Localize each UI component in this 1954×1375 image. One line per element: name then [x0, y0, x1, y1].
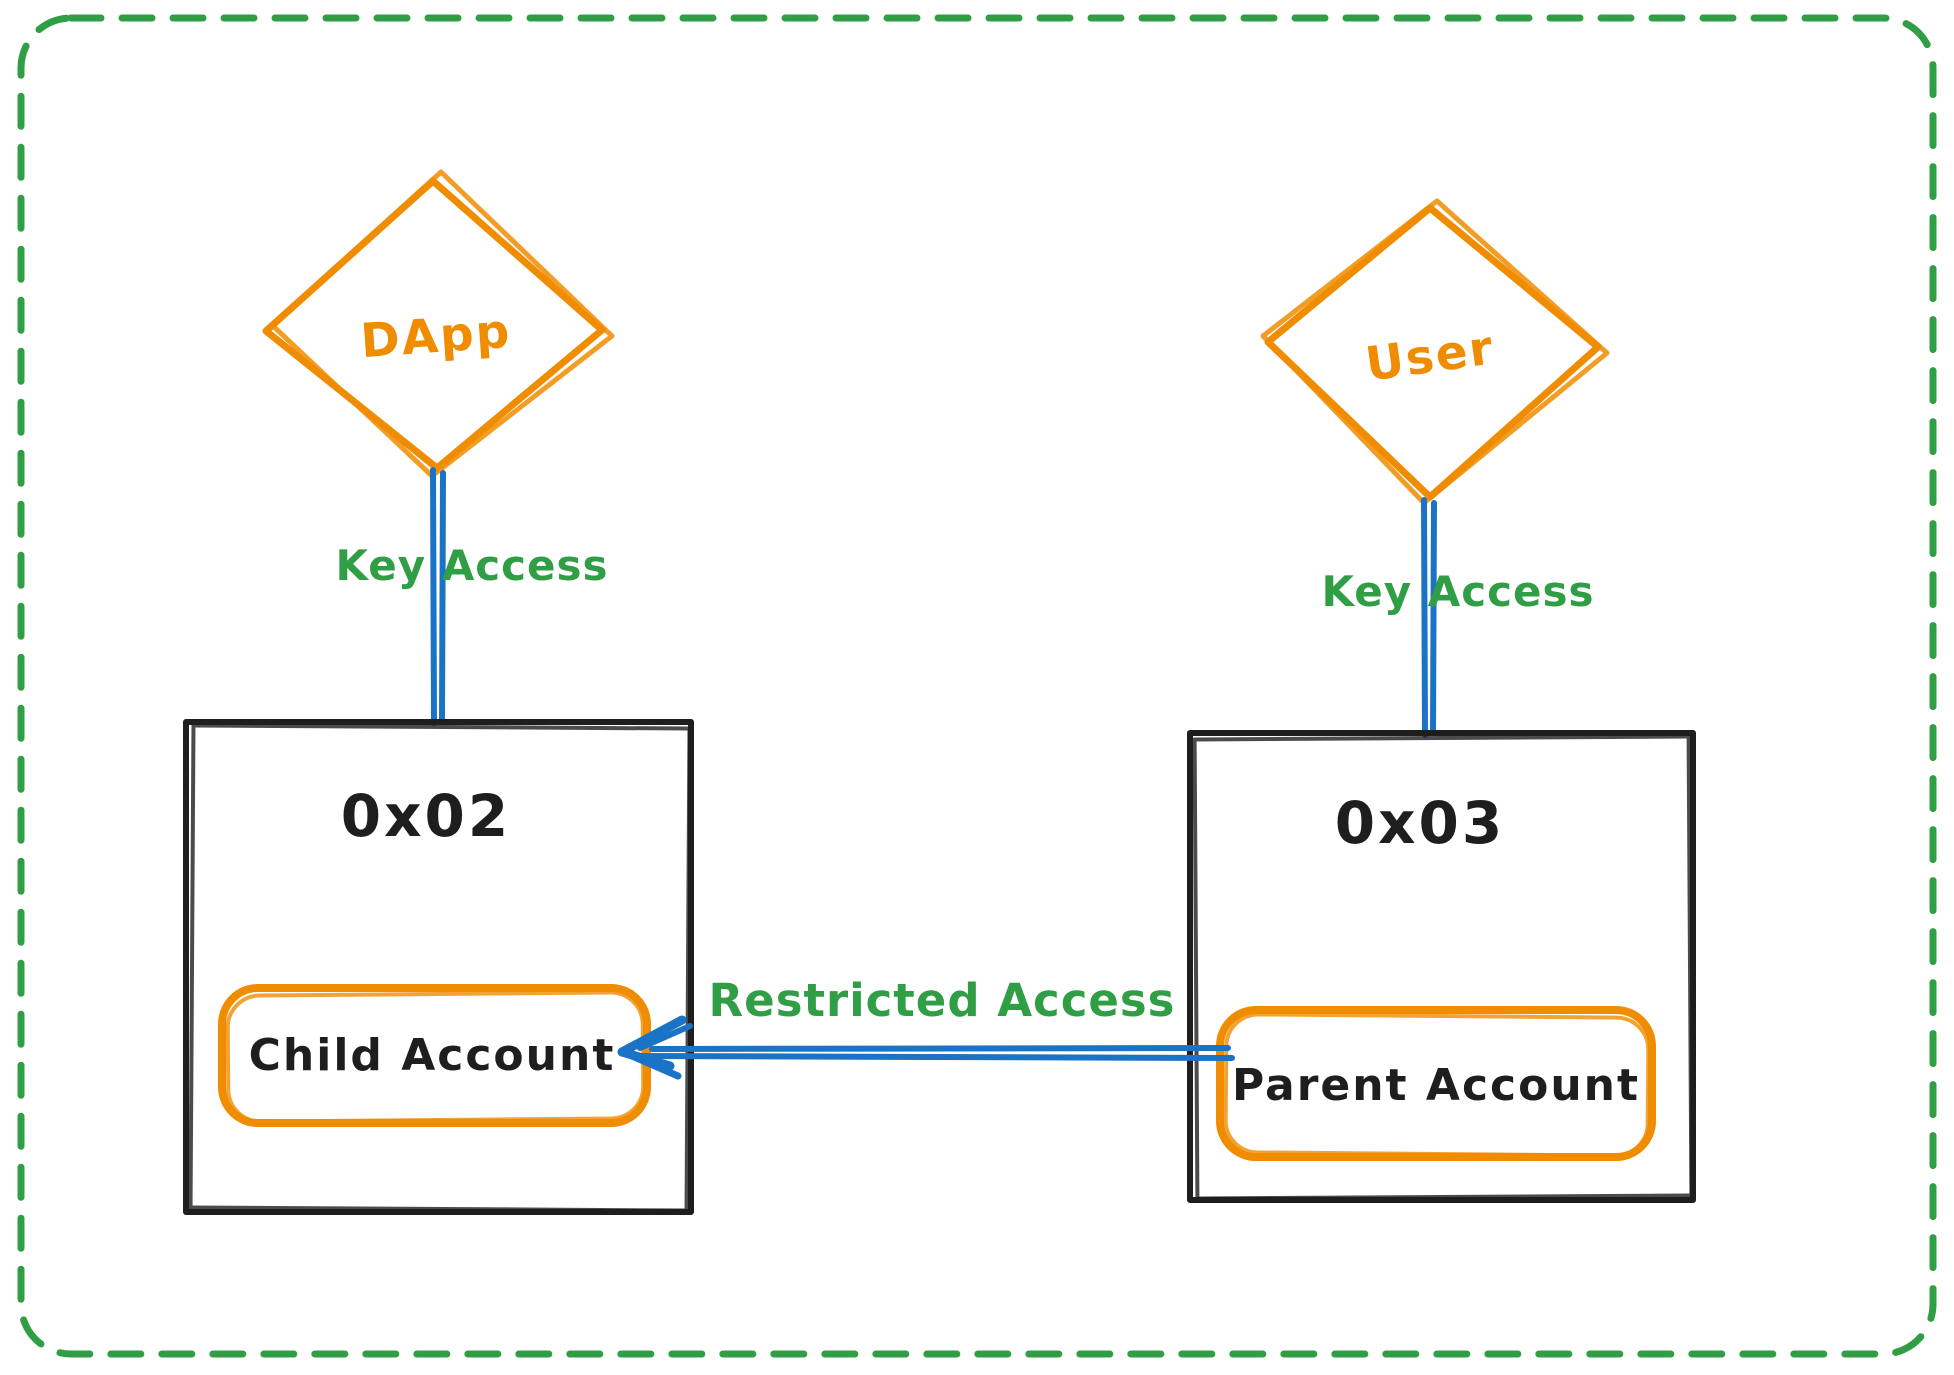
right-box-label: 0x03 — [1335, 789, 1505, 857]
user-key-access-label: Key Access — [1321, 567, 1594, 616]
right-box-shape — [1187, 730, 1696, 1203]
dapp-label: DApp — [359, 304, 513, 369]
left-box-node: 0x02 Child Account — [183, 719, 694, 1215]
user-diamond-node: User — [1260, 198, 1610, 506]
parent-account-node: Parent Account — [1216, 1006, 1656, 1161]
child-account-node: Child Account — [218, 984, 651, 1127]
dapp-key-access-connector — [430, 467, 446, 726]
parent-account-label: Parent Account — [1232, 1060, 1640, 1111]
left-box-label: 0x02 — [341, 782, 511, 850]
restricted-access-label: Restricted Access — [709, 974, 1176, 1027]
left-box-shape — [183, 719, 694, 1215]
user-key-access-connector — [1421, 497, 1437, 738]
dapp-diamond-node: DApp — [262, 169, 615, 479]
user-label: User — [1362, 320, 1498, 392]
dashed-frame — [17, 14, 1937, 1358]
restricted-access-arrow — [617, 1015, 1235, 1080]
parent-account-shape — [1216, 1006, 1656, 1161]
left-box-sketch-stroke — [188, 723, 692, 1213]
dapp-key-access-label: Key Access — [335, 541, 608, 590]
right-box-sketch-stroke — [1192, 734, 1694, 1201]
right-box-node: 0x03 Parent Account — [1187, 730, 1696, 1203]
parent-account-sketch-stroke — [1223, 1012, 1651, 1158]
child-account-label: Child Account — [249, 1030, 616, 1081]
